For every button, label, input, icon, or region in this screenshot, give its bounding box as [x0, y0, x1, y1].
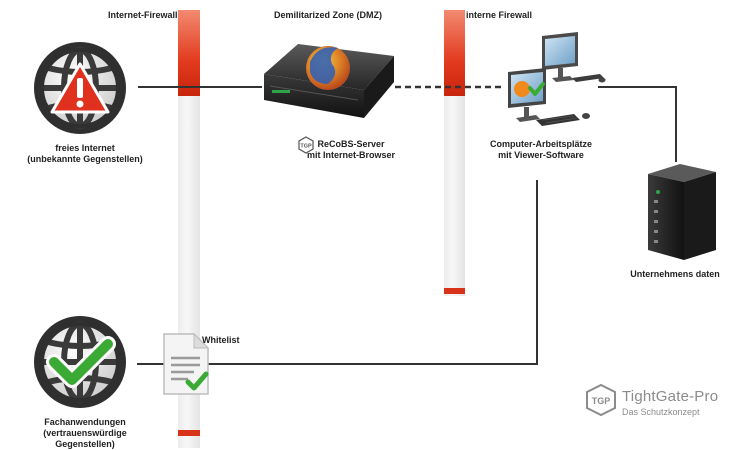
workstations-line1: Computer-Arbeitsplätze	[489, 139, 592, 149]
free-internet-label: freies Internet (unbekannte Gegenstellen…	[0, 143, 170, 165]
whitelist-document-icon	[163, 332, 210, 395]
brand-name: TightGate-Pro	[622, 388, 719, 405]
dmz-label: Demilitarized Zone (DMZ)	[273, 10, 382, 20]
internet-firewall-label: Internet-Firewall	[108, 10, 178, 20]
workstation-icon	[508, 32, 606, 126]
applications-to-workstation-line	[137, 180, 538, 365]
globe-warning-icon	[34, 42, 126, 134]
applications-label: Fachanwendungen (vertrauenswürdige Gegen…	[0, 417, 170, 450]
server-tower-icon	[648, 164, 716, 260]
internal-firewall	[444, 10, 465, 296]
whitelist-label: Whitelist	[202, 335, 240, 345]
globe-check-icon	[34, 316, 126, 408]
tgp-badge-text: TGP	[300, 144, 312, 150]
workstations-line2: mit Viewer-Software	[498, 150, 584, 160]
workstation-to-data-line	[598, 86, 677, 162]
tgp-logo-text: TGP	[592, 396, 611, 406]
recobs-server-line2: mit Internet-Browser	[306, 150, 395, 160]
tgp-badge-icon: TGP	[298, 136, 314, 154]
firefox-server-icon	[264, 44, 394, 118]
free-internet-line1: freies Internet	[55, 143, 115, 153]
company-data-label: Unternehmens daten	[630, 269, 720, 279]
internal-firewall-label: interne Firewall	[466, 10, 533, 20]
recobs-server-label: ReCoBS-Server mit Internet-Browser	[306, 139, 396, 161]
applications-line2: (vertrauenswürdige	[43, 428, 127, 438]
workstations-label: Computer-Arbeitsplätze mit Viewer-Softwa…	[486, 139, 596, 161]
free-internet-line2: (unbekannte Gegenstellen)	[27, 154, 143, 164]
applications-line1: Fachanwendungen	[44, 417, 126, 427]
applications-line3: Gegenstellen)	[55, 439, 115, 449]
recobs-server-line1: ReCoBS-Server	[317, 139, 385, 149]
tgp-logo-icon: TGP	[586, 383, 616, 417]
brand-tagline: Das Schutzkonzept	[622, 407, 700, 417]
